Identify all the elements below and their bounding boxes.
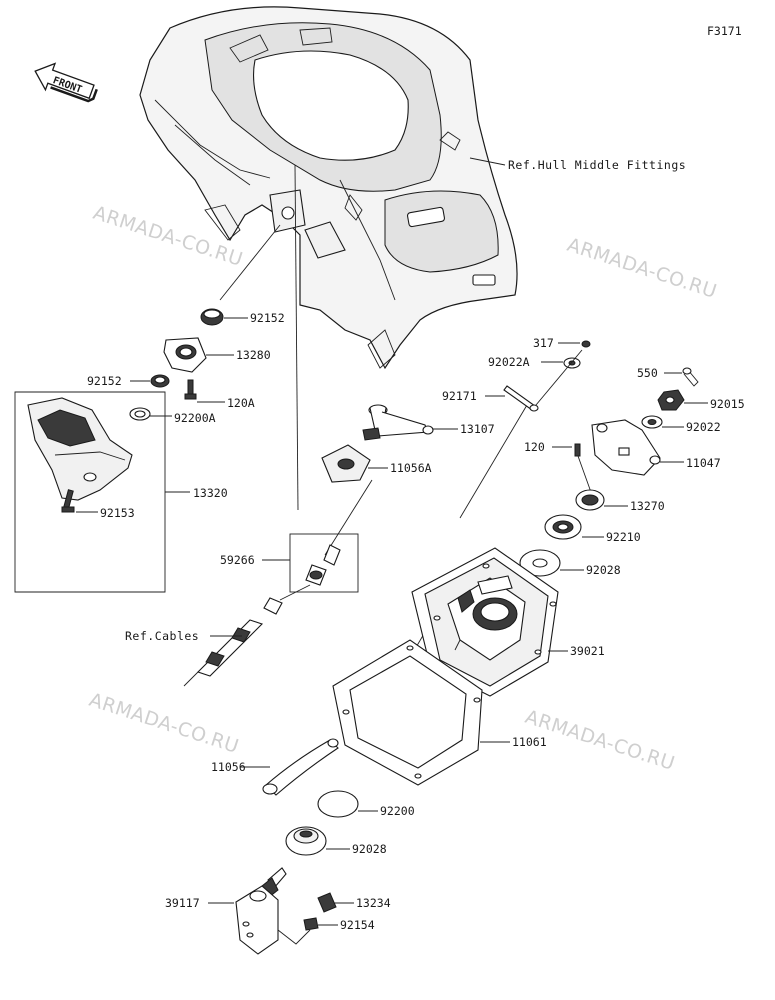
part-92171-pin [503, 385, 539, 412]
part-13320-cover [27, 397, 133, 501]
callout-92210: 92210 [606, 530, 641, 544]
ref-cables-assembly [183, 584, 311, 687]
part-92022A-washer [563, 357, 581, 369]
callout-550: 550 [637, 366, 658, 380]
part-11061-gasket [332, 639, 483, 786]
part-550-cotter-pin [682, 367, 699, 387]
callout-92015: 92015 [710, 397, 745, 411]
part-92200-washer [317, 790, 359, 818]
callout-ref-cables: Ref.Cables [125, 629, 199, 643]
callout-120: 120 [524, 440, 545, 454]
callout-59266: 59266 [220, 553, 255, 567]
callout-92200A: 92200A [174, 411, 216, 425]
callout-92154: 92154 [340, 918, 375, 932]
part-92028-washer-bottom [285, 826, 327, 856]
callout-92152-left: 92152 [87, 374, 122, 388]
callout-11047: 11047 [686, 456, 721, 470]
part-11056A-plate [321, 444, 371, 483]
callout-13320: 13320 [193, 486, 228, 500]
part-317-pin [581, 340, 591, 348]
part-92015-nut [657, 389, 685, 411]
part-92028-washer-top [519, 549, 561, 577]
callout-13234: 13234 [356, 896, 391, 910]
callout-39021: 39021 [570, 644, 605, 658]
hull-illustration [139, 6, 518, 370]
callout-92028-top: 92028 [586, 563, 621, 577]
part-11056-strap [262, 738, 339, 796]
part-92210-seal [544, 514, 582, 540]
front-arrow-icon: FRONT [34, 62, 98, 103]
callout-92028-bottom: 92028 [352, 842, 387, 856]
callout-92022A: 92022A [488, 355, 530, 369]
callout-13270: 13270 [630, 499, 665, 513]
callout-92152-top: 92152 [250, 311, 285, 325]
part-92152-grommet-left [150, 374, 170, 388]
callout-ref-hull: Ref.Hull Middle Fittings [508, 158, 686, 172]
callout-317: 317 [533, 336, 554, 350]
part-120A-bolt [184, 379, 197, 400]
part-92154-screw [303, 917, 319, 931]
part-13234-pin [317, 892, 337, 913]
part-92153-screw [61, 489, 75, 513]
part-13280-bracket [163, 337, 207, 373]
callout-92171: 92171 [442, 389, 477, 403]
part-13270-disc [575, 489, 605, 511]
watermark: ARMADA-CO.RU [564, 234, 719, 303]
callout-120A: 120A [227, 396, 255, 410]
callout-11056: 11056 [211, 760, 246, 774]
part-92152-grommet [200, 308, 224, 326]
part-39117-arm [235, 867, 287, 955]
callout-13107: 13107 [460, 422, 495, 436]
callout-11056A: 11056A [390, 461, 432, 475]
part-59266-cable-end [305, 544, 341, 586]
callout-39117: 39117 [165, 896, 200, 910]
callout-92022: 92022 [686, 420, 721, 434]
part-120-bolt [574, 443, 581, 457]
callout-13280: 13280 [236, 348, 271, 362]
callout-92153: 92153 [100, 506, 135, 520]
diagram-code: F3171 [707, 24, 742, 38]
part-11047-bracket [591, 419, 661, 476]
watermark: ARMADA-CO.RU [86, 689, 241, 758]
callout-11061: 11061 [512, 735, 547, 749]
part-39021-housing [411, 547, 559, 697]
part-13107-lever [362, 404, 434, 441]
callout-92200: 92200 [380, 804, 415, 818]
